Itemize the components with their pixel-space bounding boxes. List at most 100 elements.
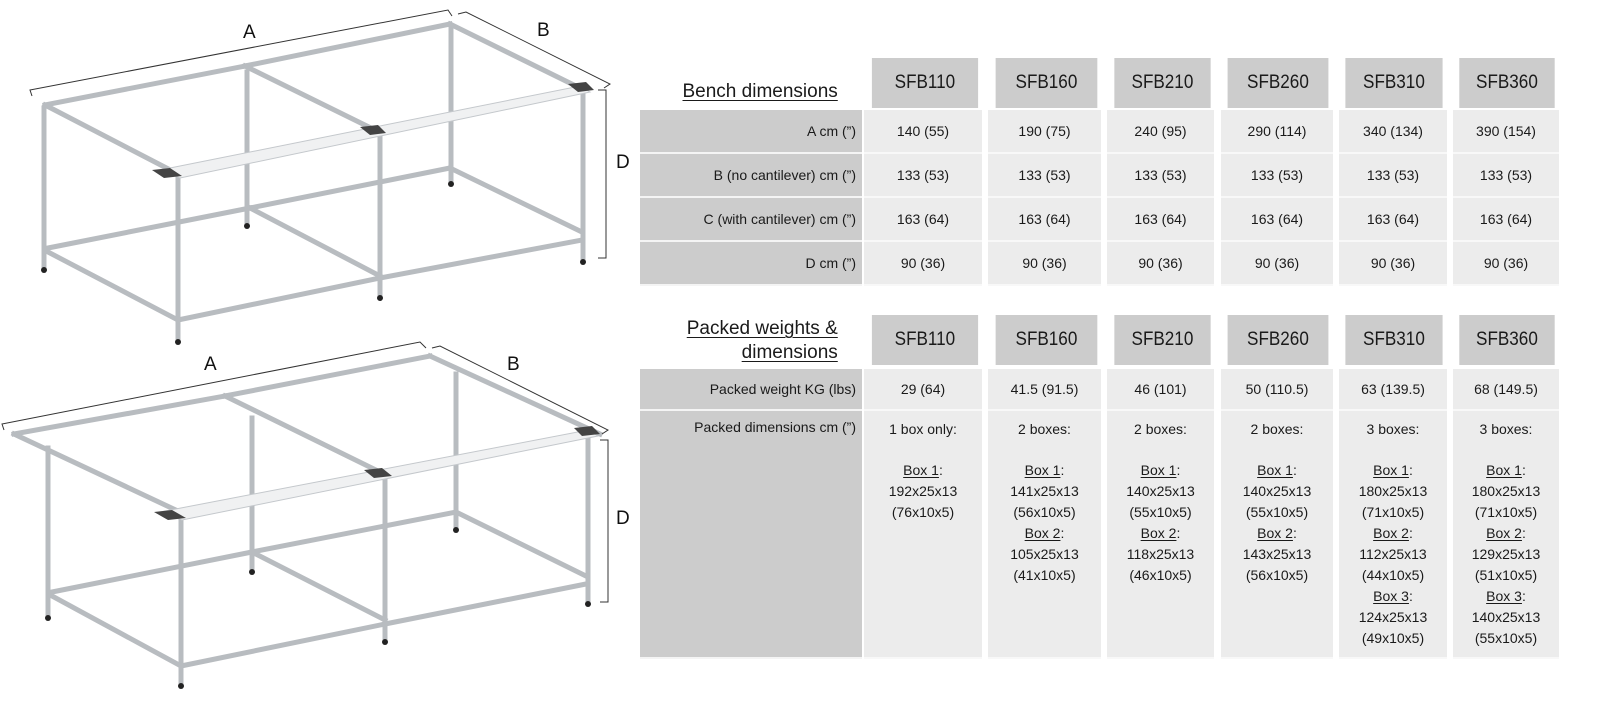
packed-dimensions: 2 boxes: Box 1: 141x25x13 (56x10x5) Box …	[1010, 419, 1079, 586]
box-cm: 140x25x13	[1126, 483, 1195, 499]
table-cell: 340 (134)	[1339, 110, 1447, 154]
table-row: B (no cantilever) cm (”) 133 (53) 133 (5…	[640, 154, 1560, 198]
table-cell: 163 (64)	[1453, 198, 1559, 242]
model-header-sfb160: SFB160	[995, 58, 1097, 108]
row-label: Packed weight KG (lbs)	[640, 369, 862, 411]
box-inches: (76x10x5)	[891, 504, 955, 520]
row-label: A cm (”)	[640, 110, 862, 154]
packed-weights-table: Packed weights & dimensions SFB110 SFB16…	[640, 310, 1560, 659]
table-cell: 163 (64)	[1107, 198, 1214, 242]
table-row: Packed weight KG (lbs) 29 (64) 41.5 (91.…	[640, 369, 1560, 411]
model-header-sfb260: SFB260	[1227, 315, 1329, 365]
packed-dimensions: 1 box only: Box 1: 192x25x13 (76x10x5)	[889, 419, 958, 523]
dimension-label-a: A	[204, 354, 217, 375]
table-cell: 390 (154)	[1453, 110, 1559, 154]
dimension-label-a: A	[243, 22, 256, 43]
table-row: A cm (”) 140 (55) 190 (75) 240 (95) 290 …	[640, 110, 1560, 154]
table-cell: 1 box only: Box 1: 192x25x13 (76x10x5)	[864, 411, 982, 659]
dimension-label-d: D	[616, 508, 630, 529]
box-name: Box 1	[1373, 462, 1409, 478]
box-inches: (46x10x5)	[1129, 567, 1192, 583]
box-inches: (55x10x5)	[1129, 504, 1192, 520]
box-name: Box 2	[1140, 525, 1177, 541]
row-label: Packed dimensions cm (”)	[640, 411, 862, 659]
packed-dimensions: 2 boxes: Box 1: 140x25x13 (55x10x5) Box …	[1243, 419, 1312, 586]
model-header-sfb260: SFB260	[1227, 58, 1329, 108]
box-name: Box 2	[1257, 525, 1293, 541]
packed-dimensions: 3 boxes: Box 1: 180x25x13 (71x10x5) Box …	[1359, 419, 1428, 649]
table-cell: 63 (139.5)	[1339, 369, 1447, 411]
row-label: B (no cantilever) cm (”)	[640, 154, 862, 198]
box-inches: (55x10x5)	[1245, 504, 1309, 520]
table-cell: 29 (64)	[864, 369, 982, 411]
table-cell: 133 (53)	[864, 154, 982, 198]
box-count: 3 boxes:	[1479, 421, 1533, 437]
box-count: 2 boxes:	[1018, 421, 1071, 437]
box-name: Box 2	[1486, 525, 1522, 541]
model-header-sfb360: SFB360	[1459, 315, 1555, 365]
table-cell: 46 (101)	[1107, 369, 1214, 411]
box-cm: 129x25x13	[1471, 546, 1541, 562]
box-name: Box 3	[1373, 588, 1409, 604]
packed-weights-title: Packed weights & dimensions	[686, 318, 838, 363]
table-cell: 140 (55)	[864, 110, 982, 154]
table-header-row: Packed weights & dimensions SFB110 SFB16…	[640, 310, 1560, 365]
table-cell: 163 (64)	[864, 198, 982, 242]
box-inches: (71x10x5)	[1474, 504, 1538, 520]
model-header-sfb110: SFB110	[871, 58, 978, 108]
box-name: Box 1	[1024, 462, 1061, 478]
box-name: Box 3	[1486, 588, 1522, 604]
box-count: 2 boxes:	[1134, 421, 1187, 437]
model-header-sfb210: SFB210	[1113, 58, 1211, 108]
table-cell: 133 (53)	[1339, 154, 1447, 198]
model-header-sfb110: SFB110	[871, 315, 978, 365]
table-cell: 50 (110.5)	[1221, 369, 1333, 411]
box-cm: 140x25x13	[1242, 483, 1312, 499]
table-row: D cm (”) 90 (36) 90 (36) 90 (36) 90 (36)…	[640, 242, 1560, 286]
bench-drawing-top: A B D	[0, 0, 640, 350]
table-cell: 3 boxes: Box 1: 180x25x13 (71x10x5) Box …	[1339, 411, 1447, 659]
packed-dimensions: 3 boxes: Box 1: 180x25x13 (71x10x5) Box …	[1472, 419, 1541, 649]
model-header-sfb160: SFB160	[995, 315, 1097, 365]
table-cell: 2 boxes: Box 1: 140x25x13 (55x10x5) Box …	[1221, 411, 1333, 659]
table-cell: 163 (64)	[1339, 198, 1447, 242]
table-cell: 190 (75)	[988, 110, 1101, 154]
table-cell: 163 (64)	[988, 198, 1101, 242]
model-header-sfb210: SFB210	[1113, 315, 1211, 365]
box-name: Box 2	[1024, 525, 1061, 541]
table-cell: 90 (36)	[1107, 242, 1214, 286]
box-inches: (71x10x5)	[1361, 504, 1425, 520]
table-cell: 2 boxes: Box 1: 141x25x13 (56x10x5) Box …	[988, 411, 1101, 659]
box-inches: (51x10x5)	[1474, 567, 1538, 583]
box-name: Box 1	[1140, 462, 1177, 478]
box-cm: 124x25x13	[1358, 609, 1428, 625]
box-name: Box 1	[1486, 462, 1522, 478]
table-cell: 3 boxes: Box 1: 180x25x13 (71x10x5) Box …	[1453, 411, 1559, 659]
box-inches: (56x10x5)	[1245, 567, 1309, 583]
box-cm: 180x25x13	[1358, 483, 1428, 499]
row-label: C (with cantilever) cm (”)	[640, 198, 862, 242]
box-cm: 118x25x13	[1126, 546, 1195, 562]
bench-cantilever-frame-illustration	[1, 341, 609, 689]
table-cell: 68 (149.5)	[1453, 369, 1559, 411]
bench-drawing-bottom: A B D	[0, 330, 640, 715]
box-cm: 105x25x13	[1010, 546, 1079, 562]
box-cm: 141x25x13	[1010, 483, 1079, 499]
box-inches: (55x10x5)	[1474, 630, 1538, 646]
box-cm: 143x25x13	[1242, 546, 1312, 562]
table-row: C (with cantilever) cm (”) 163 (64) 163 …	[640, 198, 1560, 242]
model-header-sfb310: SFB310	[1345, 58, 1443, 108]
table-cell: 240 (95)	[1107, 110, 1214, 154]
box-inches: (56x10x5)	[1013, 504, 1076, 520]
dimension-label-b: B	[537, 20, 550, 41]
table-cell: 90 (36)	[988, 242, 1101, 286]
box-inches: (44x10x5)	[1361, 567, 1425, 583]
box-cm: 112x25x13	[1359, 546, 1427, 562]
table-cell: 90 (36)	[1453, 242, 1559, 286]
bench-frame-illustration	[29, 9, 611, 345]
row-label: D cm (”)	[640, 242, 862, 286]
table-header-row: Bench dimensions SFB110 SFB160 SFB210 SF…	[640, 56, 1560, 108]
box-cm: 192x25x13	[888, 483, 958, 499]
box-name: Box 1	[1257, 462, 1293, 478]
packed-dimensions: 2 boxes: Box 1: 140x25x13 (55x10x5) Box …	[1126, 419, 1195, 586]
